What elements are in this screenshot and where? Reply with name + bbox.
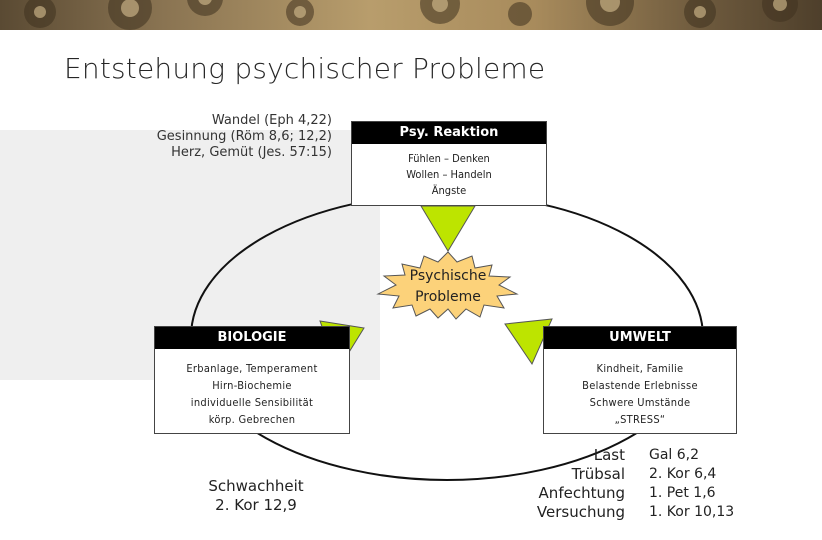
bible-references: Wandel (Eph 4,22) Gesinnung (Röm 8,6; 12…: [157, 113, 332, 161]
psy-reaction-body: Fühlen – Denken Wollen – Handeln Ängste: [352, 144, 546, 199]
stress-term: Trübsal: [571, 465, 625, 483]
star-burst-icon: [376, 251, 519, 320]
reference-line: Wandel (Eph 4,22): [211, 113, 332, 128]
biologie-header: BIOLOGIE: [155, 327, 349, 349]
biologie-box: BIOLOGIE Erbanlage, Temperament Hirn-Bio…: [154, 326, 350, 434]
biologie-body: Erbanlage, Temperament Hirn-Biochemie in…: [155, 349, 349, 428]
umwelt-line: Schwere Umstände: [589, 396, 691, 409]
psy-reaction-line: Ängste: [431, 184, 467, 197]
biologie-line: körp. Gebrechen: [208, 413, 296, 426]
gears-banner: [0, 0, 822, 30]
psy-reaction-line: Fühlen – Denken: [408, 152, 490, 165]
stress-term: Versuchung: [536, 503, 625, 521]
weakness-line: 2. Kor 12,9: [215, 496, 297, 514]
umwelt-line: Kindheit, Familie: [596, 362, 684, 375]
stress-term: Anfechtung: [538, 484, 625, 502]
reference-line: Gesinnung (Röm 8,6; 12,2): [156, 129, 332, 144]
gears-icon: [24, 0, 798, 30]
triangle-right-icon: [504, 318, 553, 366]
biologie-line: Hirn-Biochemie: [212, 379, 292, 392]
verse-reference: 1. Kor 10,13: [649, 504, 735, 520]
psy-reaction-box: Psy. Reaktion Fühlen – Denken Wollen – H…: [351, 121, 547, 206]
page-title: Entstehung psychischer Probleme: [64, 52, 546, 85]
weakness-text: Schwachheit 2. Kor 12,9: [196, 477, 316, 515]
triangle-down-icon: [420, 205, 476, 252]
verse-list: Gal 6,2 2. Kor 6,4 1. Pet 1,6 1. Kor 10,…: [649, 446, 734, 522]
stress-term: Last: [593, 446, 625, 464]
verse-reference: 1. Pet 1,6: [649, 485, 716, 501]
center-line: Psychische: [409, 268, 487, 284]
weakness-line: Schwachheit: [208, 477, 304, 495]
umwelt-box: UMWELT Kindheit, Familie Belastende Erle…: [543, 326, 737, 434]
verse-reference: 2. Kor 6,4: [649, 466, 717, 482]
center-label: Psychische Probleme: [372, 266, 524, 308]
center-line: Probleme: [415, 289, 481, 305]
umwelt-body: Kindheit, Familie Belastende Erlebnisse …: [544, 349, 736, 428]
biologie-line: individuelle Sensibilität: [190, 396, 314, 409]
umwelt-header: UMWELT: [544, 327, 736, 349]
biologie-line: Erbanlage, Temperament: [186, 362, 318, 375]
verse-reference: Gal 6,2: [649, 447, 700, 463]
umwelt-line: Belastende Erlebnisse: [582, 379, 698, 392]
reference-line: Herz, Gemüt (Jes. 57:15): [171, 145, 332, 160]
psy-reaction-header: Psy. Reaktion: [352, 122, 546, 144]
stress-terms-list: Last Trübsal Anfechtung Versuchung: [537, 446, 625, 522]
psy-reaction-line: Wollen – Handeln: [406, 168, 492, 181]
umwelt-line: „STRESS“: [614, 413, 666, 426]
